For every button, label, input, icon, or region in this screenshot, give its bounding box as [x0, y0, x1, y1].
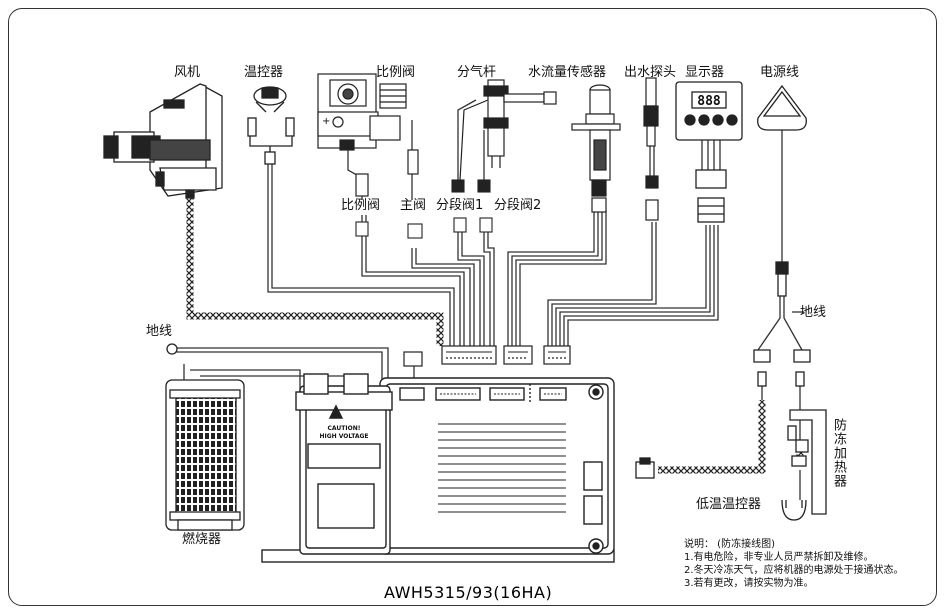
label-burner: 燃烧器: [182, 532, 222, 547]
connector-bank: [403, 345, 571, 367]
gas-distributor-drawing: [459, 79, 557, 181]
note-item: 3.若有更改，请按实物为准。: [684, 578, 814, 589]
outlet-probe-drawing: [643, 77, 659, 221]
label-ground-left: 地线: [146, 324, 173, 339]
low-temp-thermostat-drawing: [635, 457, 655, 479]
label-proportional-valve: 比例阀: [376, 65, 416, 80]
label-low-temp-thermostat: 低温温控器: [696, 497, 762, 512]
diagram-frame: [8, 8, 937, 606]
label-connector-segment-valve1: 分段阀1: [436, 198, 484, 213]
svg-text:+: +: [322, 116, 330, 127]
burner-drawing: [165, 379, 245, 531]
ground-terminal-left: [166, 343, 178, 355]
display-drawing: [675, 81, 743, 223]
label-ground-right: 地线: [800, 305, 827, 320]
label-connector-main-valve: 主阀: [400, 198, 427, 213]
small-connectors: [355, 179, 493, 239]
antifreeze-heater-drawing: [781, 409, 827, 521]
label-thermostat: 温控器: [244, 65, 284, 80]
label-outlet-probe: 出水探头: [624, 65, 677, 80]
water-flow-sensor-drawing: [571, 84, 621, 213]
thermostat-drawing: [247, 86, 295, 165]
power-cord-drawing: [753, 84, 811, 387]
note-item: 2.冬天冷冻天气，应将机器的电源处于接通状态。: [684, 565, 904, 576]
label-gas-distributor: 分气杆: [457, 65, 497, 80]
note-item: 1.有电危险，非专业人员严禁拆卸及维修。: [684, 552, 874, 563]
label-antifreeze-heater: 防冻加热器: [831, 418, 846, 488]
signal-wires: [176, 90, 804, 500]
label-fan: 风机: [174, 65, 201, 80]
caution-label: CAUTION!: [328, 425, 361, 432]
label-power-cord: 电源线: [760, 65, 800, 80]
label-connector-segment-valve2: 分段阀2: [494, 198, 542, 213]
label-display: 显示器: [685, 65, 725, 80]
label-water-flow-sensor: 水流量传感器: [528, 65, 607, 80]
display-digits: 888: [697, 94, 721, 109]
fan-drawing: [103, 83, 223, 199]
model-number: AWH5315/93(16HA): [384, 583, 553, 602]
label-connector-proportional-valve: 比例阀: [341, 198, 381, 213]
proportional-valve-drawing: +: [317, 73, 419, 200]
controller-box: [261, 373, 615, 563]
notes-title: 说明： (防冻接线图): [684, 539, 775, 550]
notes-block: 说明： (防冻接线图) 1.有电危险，非专业人员严禁拆卸及维修。 2.冬天冷冻天…: [684, 538, 904, 590]
high-voltage-label: HIGH VOLTAGE: [319, 433, 368, 440]
